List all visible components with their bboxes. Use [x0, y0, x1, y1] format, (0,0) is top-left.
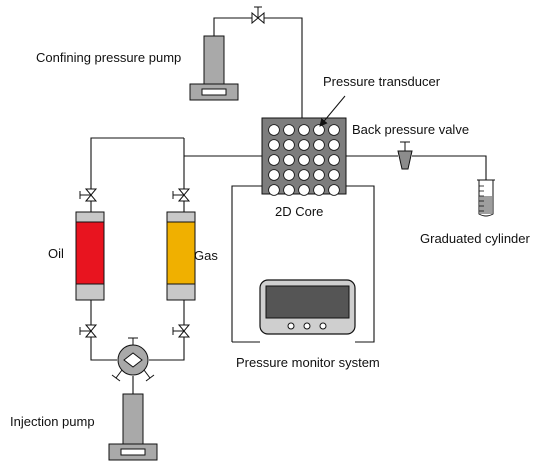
- label-back-pressure-valve: Back pressure valve: [352, 122, 469, 137]
- cylinder-graduations: [479, 185, 484, 212]
- valve-gas-top[interactable]: [172, 188, 191, 202]
- core-pore: [283, 154, 295, 166]
- transducer-arrow: [319, 95, 346, 127]
- core-pore: [283, 184, 295, 196]
- core-pore: [268, 169, 280, 181]
- core-pore: [313, 124, 325, 136]
- label-injection-pump: Injection pump: [10, 414, 95, 429]
- label-gas: Gas: [194, 248, 218, 263]
- four-way-valve[interactable]: [111, 337, 155, 382]
- core-2d[interactable]: [261, 117, 347, 196]
- label-oil: Oil: [48, 246, 64, 261]
- core-pore: [298, 154, 310, 166]
- core-pore: [313, 169, 325, 181]
- label-confining-pump: Confining pressure pump: [36, 50, 181, 65]
- core-pore: [328, 169, 340, 181]
- core-pore: [313, 154, 325, 166]
- core-pore: [313, 139, 325, 151]
- label-monitor-system: Pressure monitor system: [236, 355, 380, 370]
- graduated-cylinder[interactable]: [477, 179, 495, 217]
- core-pore: [268, 184, 280, 196]
- core-pore: [328, 184, 340, 196]
- label-graduated-cylinder: Graduated cylinder: [420, 231, 531, 246]
- valve-oil-bottom[interactable]: [79, 324, 98, 338]
- core-pore: [283, 139, 295, 151]
- core-pore: [328, 139, 340, 151]
- label-core: 2D Core: [275, 204, 323, 219]
- oil-cylinder[interactable]: [75, 211, 105, 301]
- core-pore: [283, 169, 295, 181]
- core-pore: [328, 124, 340, 136]
- core-pore: [313, 184, 325, 196]
- label-pressure-transducer: Pressure transducer: [323, 74, 441, 89]
- core-pore-grid: [268, 124, 340, 196]
- gas-cylinder[interactable]: [166, 211, 196, 301]
- core-pore: [298, 139, 310, 151]
- valve-confining[interactable]: [251, 6, 265, 25]
- core-pore: [298, 124, 310, 136]
- core-pore: [268, 124, 280, 136]
- core-pore: [298, 169, 310, 181]
- core-pore: [283, 124, 295, 136]
- core-pore: [328, 154, 340, 166]
- valve-oil-top[interactable]: [79, 188, 98, 202]
- core-pore: [298, 184, 310, 196]
- core-pore: [268, 154, 280, 166]
- monitor-system[interactable]: [259, 279, 356, 335]
- back-pressure-valve[interactable]: [397, 141, 413, 170]
- confining-pump[interactable]: [189, 35, 239, 101]
- valve-gas-bottom[interactable]: [172, 324, 191, 338]
- core-pore: [268, 139, 280, 151]
- injection-pump[interactable]: [108, 393, 158, 461]
